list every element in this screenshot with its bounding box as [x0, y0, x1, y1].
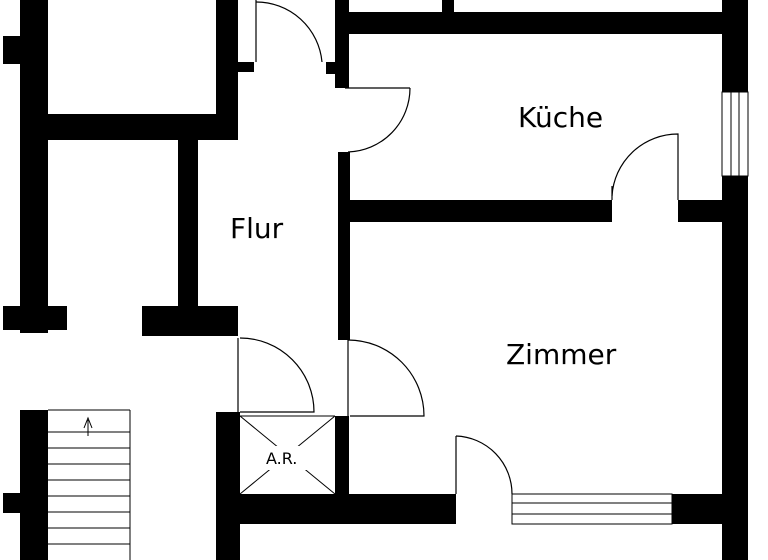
staircase: [48, 409, 131, 560]
room-label-room: Zimmer: [506, 338, 617, 371]
walls: [3, 0, 748, 560]
wall-zimmer-bottom-right: [672, 494, 724, 524]
wall-midleft-divider: [178, 140, 198, 310]
wall-flur-right: [338, 152, 350, 340]
wall-left-stub-top: [3, 36, 23, 64]
door-top-corridor: [255, 0, 323, 63]
wall-corridor-left-stub: [238, 62, 254, 72]
window-zimmer: [511, 493, 673, 525]
utility-room: [239, 415, 336, 495]
windows: [511, 91, 749, 525]
door-lower: [455, 435, 513, 495]
wall-left-corridor-stub: [3, 306, 67, 330]
wall-left-stub-bottom: [3, 493, 23, 513]
wall-lower-band: [216, 494, 456, 524]
door-flur-left: [237, 337, 315, 413]
room-label-hallway: Flur: [230, 212, 284, 245]
door-kitchen-zimmer: [611, 133, 679, 200]
wall-kitchen-bottom-right: [678, 200, 724, 222]
wall-midleft-bottom: [142, 306, 238, 336]
wall-top-divider: [442, 0, 454, 14]
window-kitchen: [721, 91, 749, 177]
wall-topleft-bottom: [20, 114, 238, 140]
wall-kitchen-left-top: [335, 30, 349, 88]
wall-left-outer-bottom: [20, 410, 48, 560]
wall-right-outer-top: [722, 0, 748, 92]
wall-right-outer-bottom: [722, 176, 748, 560]
wall-top-band: [335, 12, 748, 34]
wall-ar-right: [335, 416, 349, 496]
door-kitchen-entry: [345, 87, 411, 153]
room-label-kitchen: Küche: [518, 101, 603, 134]
door-zimmer: [347, 339, 425, 417]
room-label-utility: A.R.: [266, 449, 297, 468]
doors: [237, 0, 679, 495]
wall-left-outer-top: [20, 0, 48, 333]
wall-topleft-right: [216, 0, 238, 140]
wall-kitchen-bottom-left: [338, 200, 612, 222]
wall-lower-left: [216, 412, 240, 560]
